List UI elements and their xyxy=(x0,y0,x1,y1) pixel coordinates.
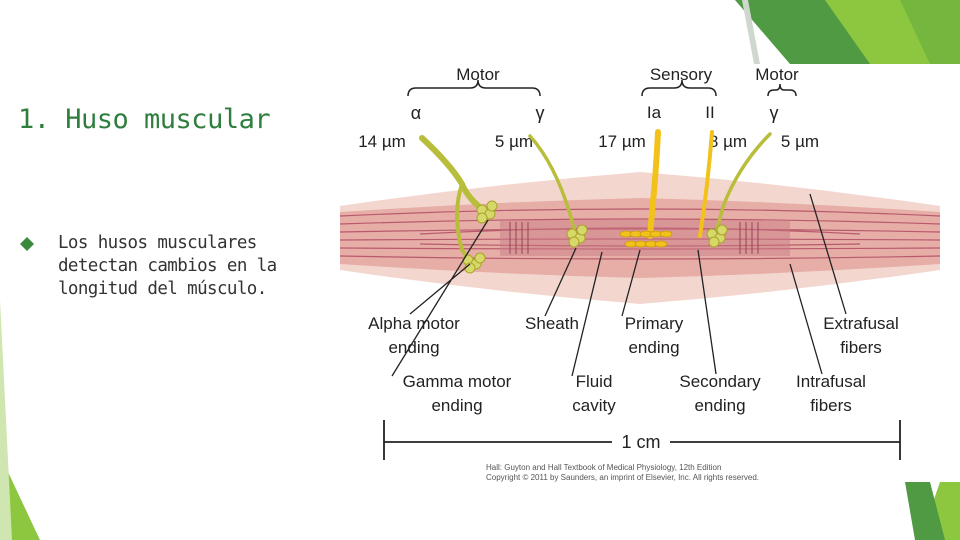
label-alpha: α xyxy=(411,103,421,123)
callout-alpha-motor-1: Alpha motor xyxy=(368,314,460,333)
callout-secondary-1: Secondary xyxy=(679,372,761,391)
label-gamma-left: γ xyxy=(536,103,545,123)
credit-line-2: Copyright © 2011 by Saunders, an imprint… xyxy=(486,473,759,482)
diameter-Ia: 17 µm xyxy=(598,132,646,151)
diameter-gamma-right: 5 µm xyxy=(781,132,819,151)
label-motor-left: Motor xyxy=(456,65,500,84)
sensory-bracket xyxy=(641,79,717,97)
callout-gamma-motor-1: Gamma motor xyxy=(403,372,512,391)
callout-extrafusal-1: Extrafusal xyxy=(823,314,899,333)
callout-extrafusal-2: fibers xyxy=(840,338,882,357)
callout-intrafusal-2: fibers xyxy=(810,396,852,415)
label-sensory: Sensory xyxy=(650,65,713,84)
bullet-text: Los husos musculares detectan cambios en… xyxy=(58,233,277,299)
slide-title: 1. Huso muscular xyxy=(18,104,271,135)
callout-sheath: Sheath xyxy=(525,314,579,333)
callout-primary-1: Primary xyxy=(625,314,684,333)
muscle-spindle-figure: Motor Sensory Motor α γ Ia II γ 14 µm 5 … xyxy=(339,64,941,482)
callout-secondary-2: ending xyxy=(694,396,745,415)
primary-annulospiral-ending xyxy=(619,230,673,248)
motor-bracket-right xyxy=(767,83,797,97)
scale-bar xyxy=(383,420,901,460)
label-II: II xyxy=(705,103,714,122)
diamond-bullet-icon xyxy=(20,237,34,251)
callout-fluid-1: Fluid xyxy=(576,372,613,391)
callout-gamma-motor-2: ending xyxy=(431,396,482,415)
label-Ia: Ia xyxy=(647,103,662,122)
diameter-gamma-left: 5 µm xyxy=(495,132,533,151)
spindle-diagram: Motor Sensory Motor α γ Ia II γ 14 µm 5 … xyxy=(339,65,941,482)
scale-label: 1 cm xyxy=(621,432,660,452)
callout-primary-2: ending xyxy=(628,338,679,357)
diameter-alpha: 14 µm xyxy=(358,132,406,151)
leader-lines xyxy=(391,193,847,377)
label-motor-right: Motor xyxy=(755,65,799,84)
label-gamma-right: γ xyxy=(770,103,779,123)
intrafusal-core xyxy=(500,220,790,256)
motor-bracket-left xyxy=(407,79,541,97)
callout-fluid-2: cavity xyxy=(572,396,616,415)
striations xyxy=(509,222,759,254)
credit-line-1: Hall: Guyton and Hall Textbook of Medica… xyxy=(486,463,721,472)
callout-alpha-motor-2: ending xyxy=(388,338,439,357)
nerve-endings xyxy=(462,200,728,274)
callout-intrafusal-1: Intrafusal xyxy=(796,372,866,391)
diameter-II: 8 µm xyxy=(709,132,747,151)
